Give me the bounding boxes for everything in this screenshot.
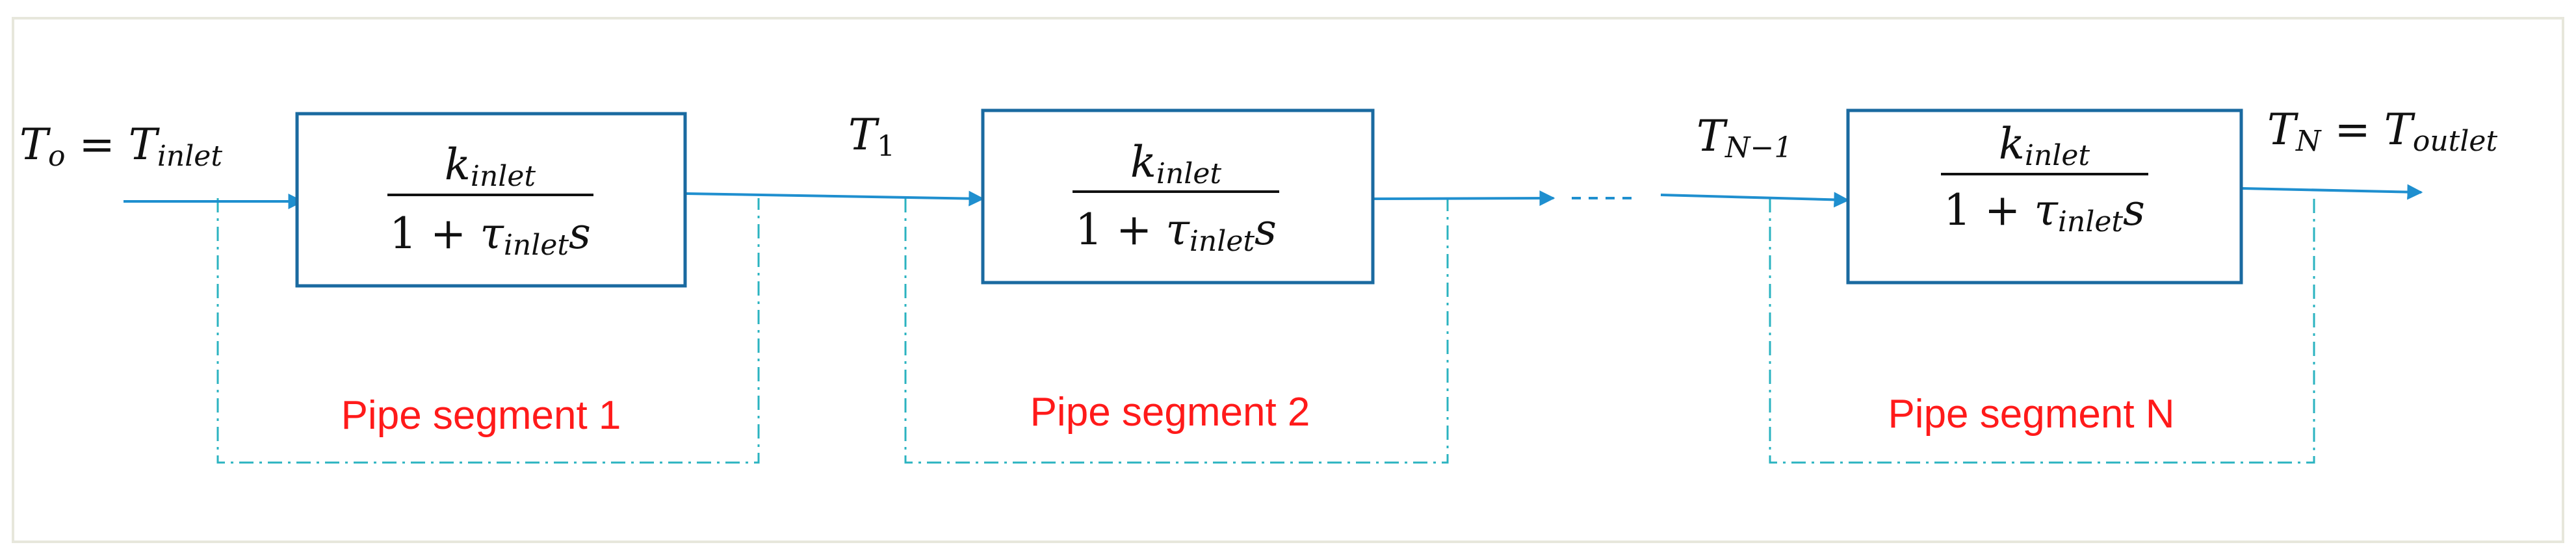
signal-label-t1: T1 (848, 110, 895, 163)
output-signal-label: TN = Toutlet (2267, 105, 2497, 158)
segment-2-bracket (904, 198, 1449, 464)
diagram-frame (12, 17, 2564, 543)
signal-label-tn-1: TN−1 (1697, 111, 1792, 164)
link-arrow-1-2 (686, 190, 985, 207)
block-2-denominator: 1 + τinlets (1075, 205, 1277, 258)
input-signal-label: To = Tinlet (20, 120, 222, 173)
block-1-numerator: kinlet (445, 140, 536, 193)
block-2-numerator: kinlet (1130, 137, 1222, 190)
block-n-denominator: 1 + τinlets (1944, 185, 2145, 238)
link-arrow-2-out (1373, 190, 1555, 207)
link-arrow-in-n (1660, 192, 1850, 208)
segment-label-2: Pipe segment 2 (1030, 390, 1310, 435)
block-1-denominator: 1 + τinlets (389, 209, 591, 262)
transfer-block-2 (981, 108, 1375, 285)
transfer-block-n (1846, 108, 2243, 285)
transfer-block-1 (295, 112, 687, 288)
segment-label-1: Pipe segment 1 (341, 393, 621, 438)
output-arrow (2242, 184, 2423, 200)
segment-label-n: Pipe segment N (1888, 392, 2174, 437)
block-n-numerator: kinlet (1999, 119, 2090, 172)
segment-1-bracket (216, 198, 760, 464)
segment-n-bracket (1769, 198, 2315, 464)
